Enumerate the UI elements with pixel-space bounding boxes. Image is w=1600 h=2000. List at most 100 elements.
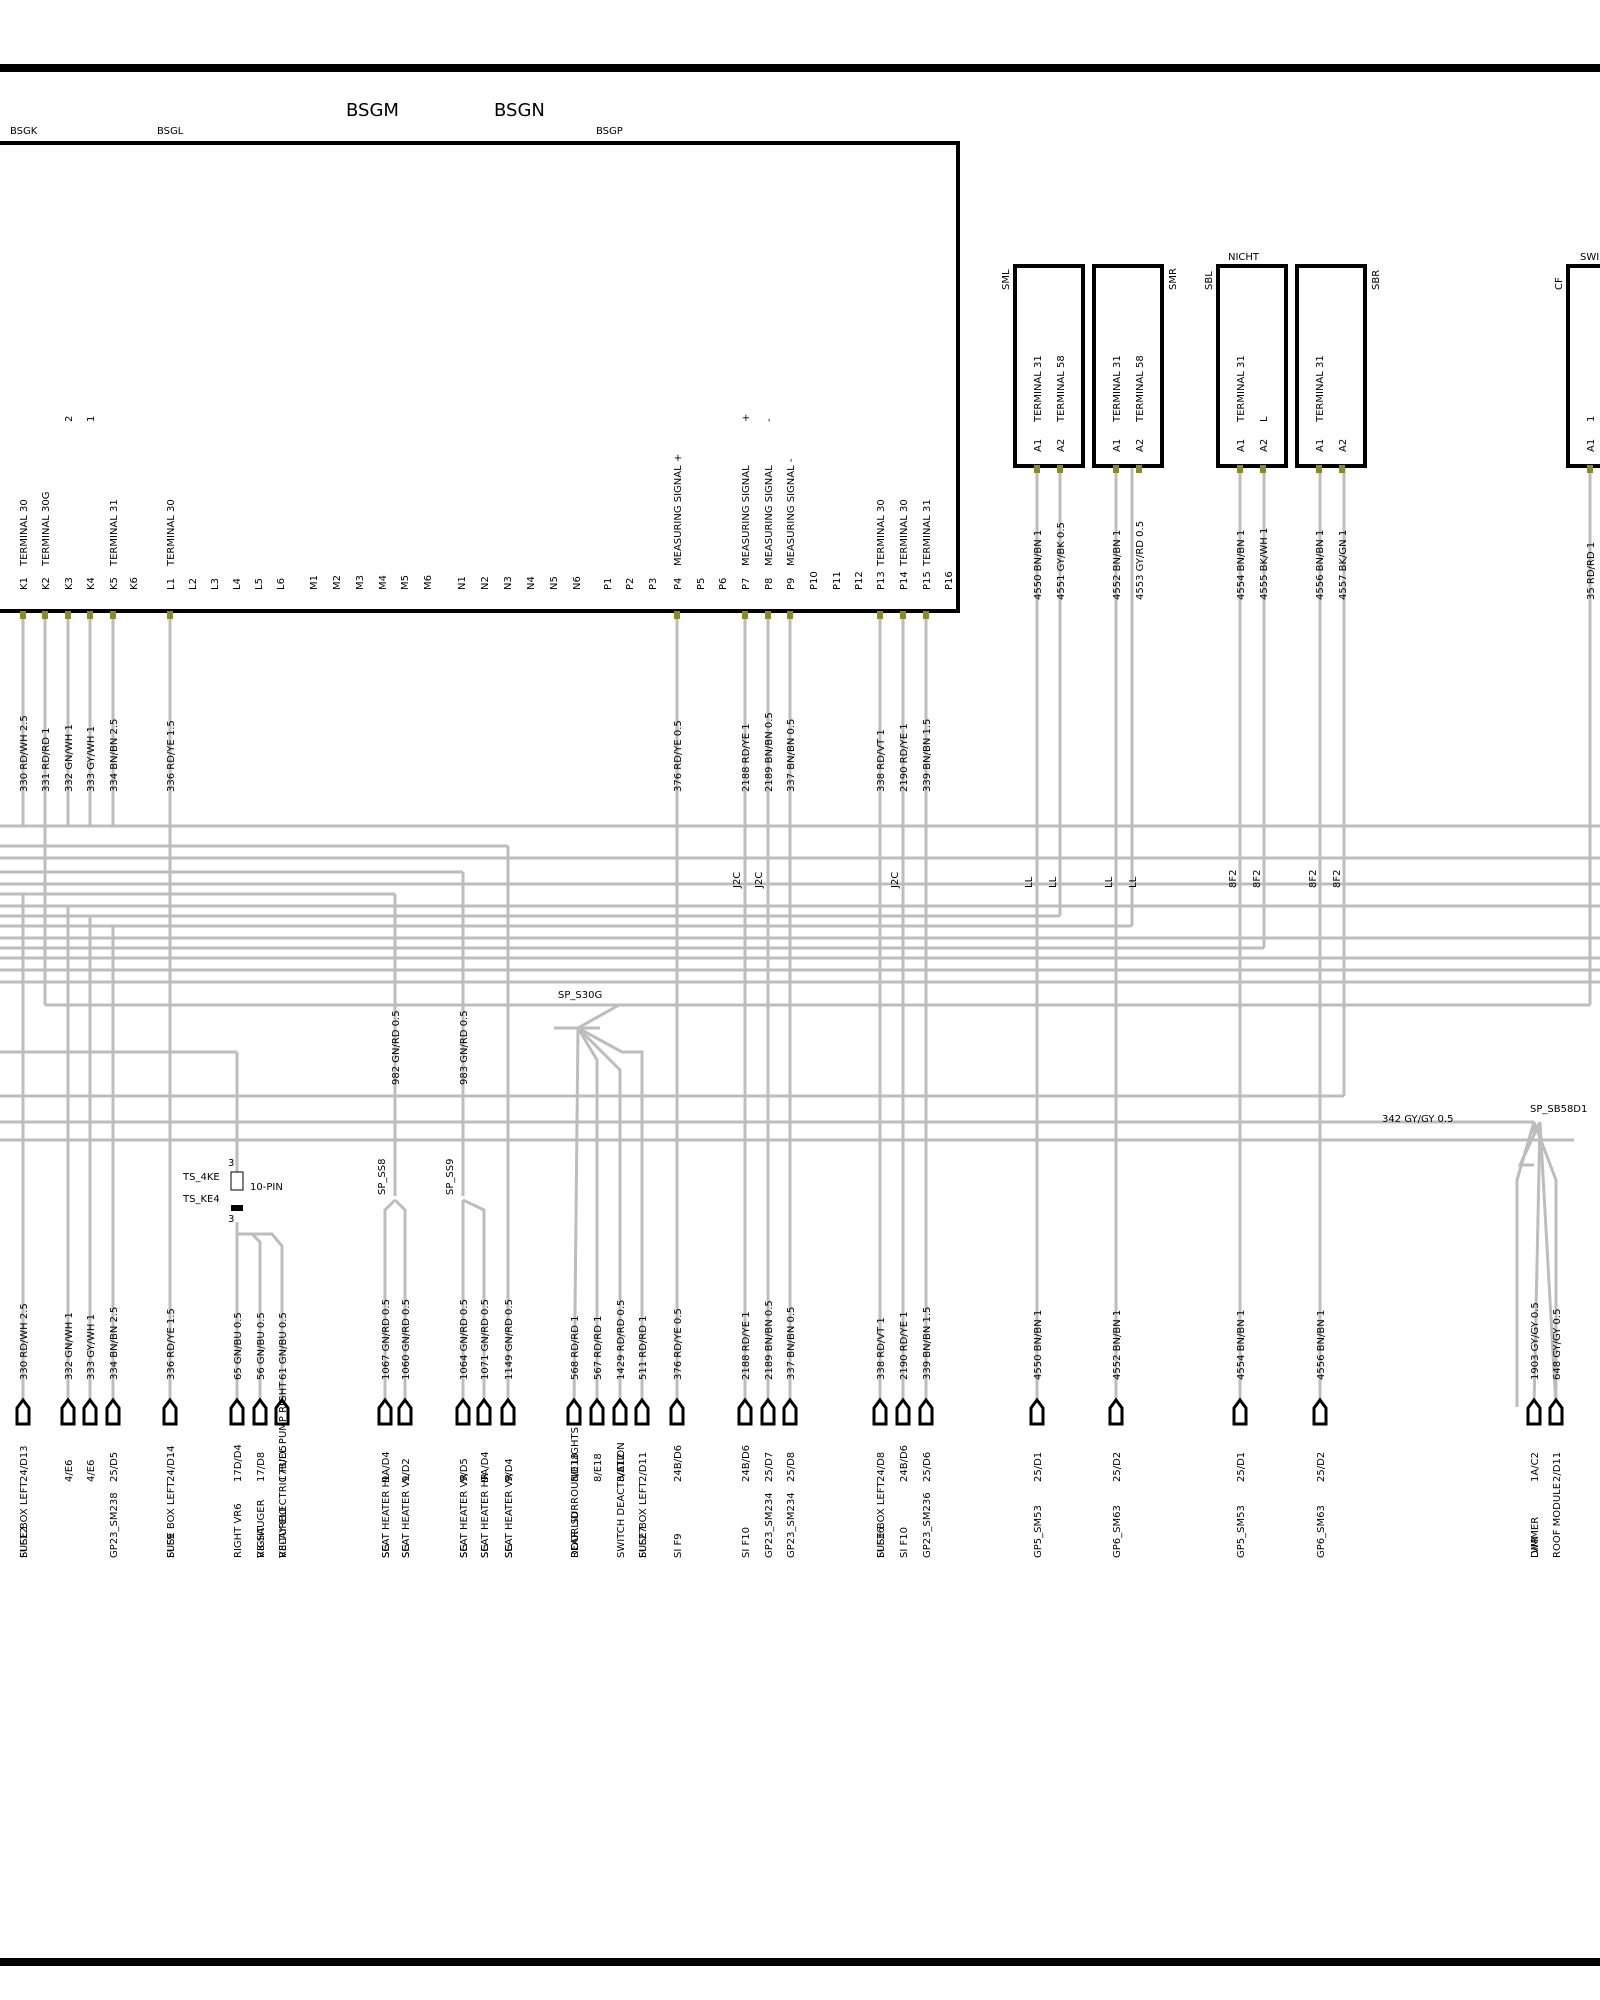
wire-label: 338 RD/VT 1 xyxy=(876,729,887,792)
output-terminal-icon xyxy=(1526,1397,1542,1426)
connector-label: J2C xyxy=(890,872,901,889)
wire xyxy=(576,1026,622,1407)
side-module-pin: A2 xyxy=(1259,439,1270,452)
module-pin-label: M2 xyxy=(332,575,343,590)
module-pin-label: M4 xyxy=(378,575,389,590)
output-wire-label: 1060 GN/RD 0.5 xyxy=(401,1299,412,1380)
module-pin-function: TERMINAL 30 xyxy=(899,499,910,567)
pin-terminal xyxy=(1113,465,1119,473)
module-pin-label: P14 xyxy=(899,571,910,590)
wire-label: 376 RD/YE 0.5 xyxy=(673,720,684,792)
output-description: GP23_SM234 xyxy=(764,1492,775,1558)
output-wire-label: 330 RD/WH 2.5 xyxy=(19,1303,30,1380)
connector-label: LL xyxy=(1128,876,1139,888)
module-pin-label: P16 xyxy=(944,571,955,590)
output-location: 9/D4 xyxy=(504,1458,515,1482)
module-pin-function: TERMINAL 30 xyxy=(876,499,887,567)
wire-label: 330 RD/WH 2.5 xyxy=(19,715,30,792)
side-module-box xyxy=(1092,264,1164,468)
output-terminal-icon xyxy=(895,1397,911,1426)
output-description: SI F9 xyxy=(166,1533,177,1558)
output-description: SI F12 xyxy=(19,1527,30,1558)
output-wire-label: 511 RD/RD 1 xyxy=(638,1316,649,1380)
output-wire-label: 568 RD/RD 1 xyxy=(570,1316,581,1380)
output-description: RIGHT xyxy=(256,1526,267,1558)
module-pin-function: TERMINAL 30 xyxy=(166,499,177,567)
wire-label: 331 RD/RD 1 xyxy=(41,728,52,792)
output-location: 24B/D6 xyxy=(673,1445,684,1482)
side-module-pin: A2 xyxy=(1338,439,1349,452)
output-description: SEAT HEATER VR xyxy=(459,1474,470,1558)
wire xyxy=(577,1026,644,1407)
wire xyxy=(1538,1121,1558,1408)
module-pin-label: K4 xyxy=(86,577,97,590)
side-module-top-label: NICHT xyxy=(1228,252,1260,263)
connector-label: 8F2 xyxy=(1228,870,1239,888)
module-pin-label: N2 xyxy=(480,576,491,590)
output-description: SG xyxy=(381,1544,392,1558)
side-module-pin: A1 xyxy=(1236,439,1247,452)
output-description: FUSE BOX LEFT xyxy=(876,1481,887,1558)
wire xyxy=(383,1198,397,1407)
wire-label: 2189 BN/BN 0.5 xyxy=(764,712,775,792)
module-pin-label: K2 xyxy=(41,577,52,590)
output-description: GP5_SM53 xyxy=(1236,1505,1247,1558)
wire xyxy=(237,1232,284,1407)
pin-terminal xyxy=(167,611,173,619)
pin-terminal xyxy=(1057,465,1063,473)
module-pin-extra: + xyxy=(741,414,752,422)
output-location: 4/E6 xyxy=(64,1460,75,1482)
module-pin-label: P5 xyxy=(696,578,707,590)
output-location: 17/D8 xyxy=(256,1452,267,1482)
side-module-pin-function: TERMINAL 58 xyxy=(1056,355,1067,423)
module-pin-label: M6 xyxy=(423,575,434,590)
output-wire-label: 336 RD/YE 1.5 xyxy=(166,1308,177,1380)
splice-sb58d1-label: SP_SB58D1 xyxy=(1530,1104,1587,1115)
wire-label: 337 BN/BN 0.5 xyxy=(786,719,797,792)
wire xyxy=(1532,1121,1542,1408)
output-location: 25/D1 xyxy=(1033,1452,1044,1482)
module-pin-label: N5 xyxy=(549,576,560,590)
module-pin-label: P4 xyxy=(673,578,684,590)
side-module-box xyxy=(1295,264,1367,468)
splice-ss8-wire: 982 GN/RD 0.5 xyxy=(391,1010,402,1085)
module-pin-label: M1 xyxy=(309,575,320,590)
output-wire-label: 337 BN/BN 0.5 xyxy=(786,1307,797,1380)
pin-terminal xyxy=(1034,465,1040,473)
output-wire-label: 332 GN/WH 1 xyxy=(64,1312,75,1380)
output-location: 9A/D4 xyxy=(480,1451,491,1482)
output-wire-label: 1903 GY/GY 0.5 xyxy=(1530,1302,1541,1380)
output-description: SG xyxy=(480,1544,491,1558)
output-location: 8/E18 xyxy=(593,1453,604,1482)
output-location: 17B/D5 xyxy=(278,1445,289,1482)
output-location: 17D/D4 xyxy=(233,1444,244,1482)
ts-pin-bottom: 3 xyxy=(228,1214,234,1225)
wire-label: 35 RD/RD 1 xyxy=(1586,542,1597,600)
wire-label: 339 BN/BN 1.5 xyxy=(922,719,933,792)
wire-label: 336 RD/YE 1.5 xyxy=(166,720,177,792)
output-wire-label: 4554 BN/BN 1 xyxy=(1236,1310,1247,1380)
connector-label: LL xyxy=(1024,876,1035,888)
side-module-name: SBL xyxy=(1204,271,1215,290)
ts-pin-top: 3 xyxy=(228,1158,234,1169)
output-location: 25/D8 xyxy=(786,1452,797,1482)
output-terminal-icon xyxy=(589,1397,605,1426)
output-wire-label: 648 GY/GY 0.5 xyxy=(1552,1309,1563,1380)
wire-label: 4555 BK/WH 1 xyxy=(1259,528,1270,600)
module-pin-extra: - xyxy=(764,418,775,422)
connector-label: 8F2 xyxy=(1332,870,1343,888)
main-module-box xyxy=(0,141,960,613)
module-pin-label: K1 xyxy=(19,577,30,590)
output-description: GP6_SM63 xyxy=(1316,1505,1327,1558)
module-pin-label: K6 xyxy=(129,577,140,590)
output-wire-label: 1067 GN/RD 0.5 xyxy=(381,1299,392,1380)
module-pin-label: M5 xyxy=(400,575,411,590)
output-wire-label: 1429 RD/RD 0.5 xyxy=(616,1300,627,1380)
module-pin-label: P6 xyxy=(718,578,729,590)
wire xyxy=(1515,1121,1536,1407)
pin-terminal xyxy=(42,611,48,619)
output-location: 25/D2 xyxy=(1316,1452,1327,1482)
